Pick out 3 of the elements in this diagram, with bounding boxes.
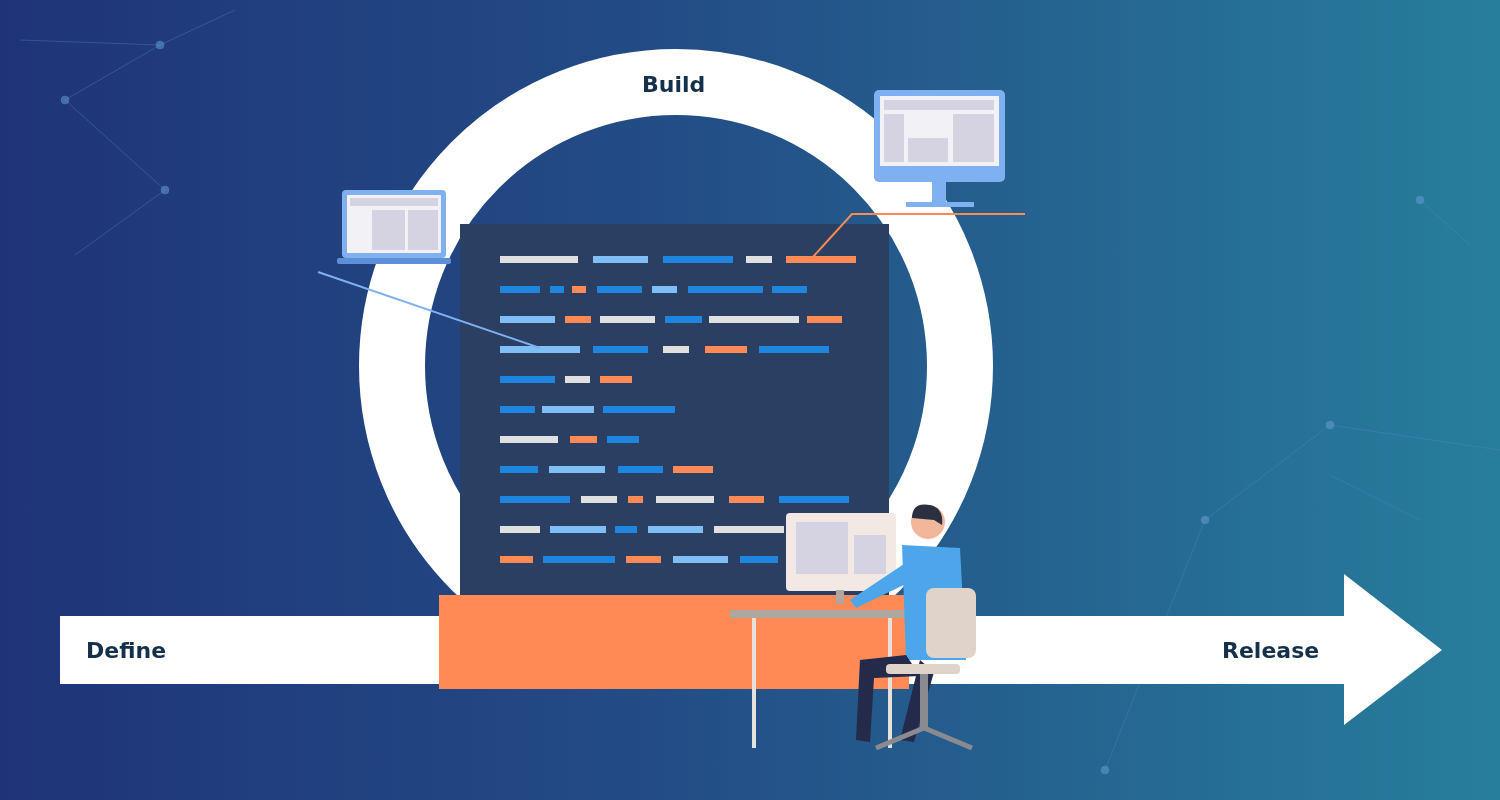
cycle-label: Build [642,72,706,97]
stage-label: Release [1222,638,1320,663]
stage-label: Define [86,638,167,663]
